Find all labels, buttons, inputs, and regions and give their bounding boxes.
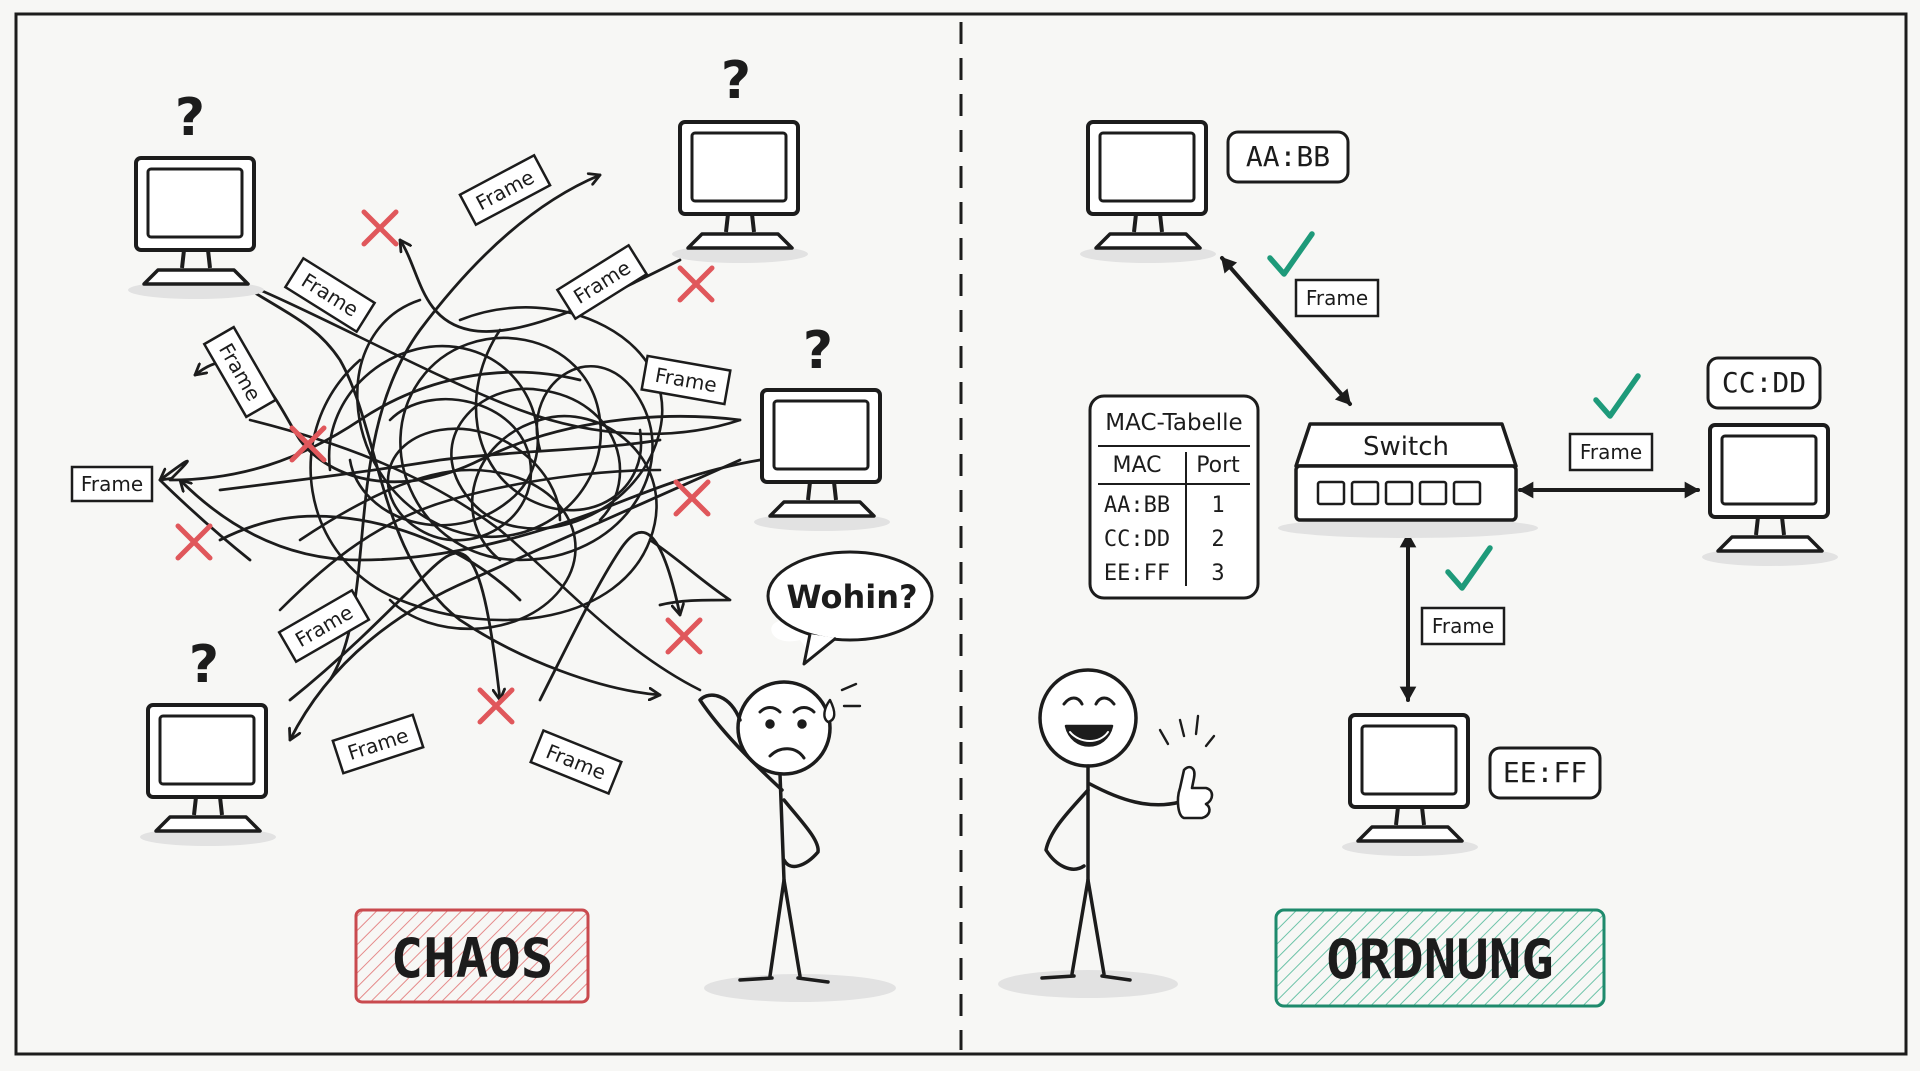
computer-icon — [126, 156, 266, 301]
speech-bubble: Wohin? — [766, 550, 934, 666]
question-mark: ? — [175, 88, 205, 148]
order-label-text: ORDNUNG — [1326, 928, 1554, 991]
order-connections — [1220, 256, 1700, 702]
computer-icon — [138, 703, 278, 848]
frame-tag: Frame — [1294, 278, 1380, 318]
computer-icon — [752, 388, 892, 533]
confused-person — [698, 680, 896, 1002]
order-label: ORDNUNG — [1274, 908, 1606, 1008]
computer-icon — [1078, 120, 1218, 265]
chaos-panel: ? ? ? ? Frame Frame Frame Frame Frame Fr… — [70, 51, 934, 1004]
frame-tag: Frame — [1420, 606, 1506, 646]
frame-tag-label: Frame — [1306, 286, 1368, 310]
frame-tag: Frame — [1568, 432, 1654, 472]
mac-table-cell: 1 — [1211, 493, 1224, 518]
mac-table-cell: 2 — [1211, 527, 1224, 552]
frame-tag: Frame — [555, 243, 649, 321]
mac-label-aa-bb: AA:BB — [1226, 130, 1350, 184]
mac-table: MAC-Tabelle MAC Port AA:BB 1 CC:DD 2 EE:… — [1088, 394, 1260, 600]
checkmark-icon — [1270, 234, 1312, 274]
mac-table-header: Port — [1196, 453, 1240, 478]
outer-border — [14, 12, 1908, 1056]
x-mark-icon — [676, 482, 708, 514]
mac-table-title: MAC-Tabelle — [1105, 410, 1242, 436]
chaos-arrows — [158, 175, 762, 742]
computer-icon — [1340, 713, 1480, 858]
frame-tag: Frame — [458, 153, 552, 227]
mac-table-cell: CC:DD — [1104, 527, 1170, 552]
frame-tag: Frame — [529, 728, 623, 796]
x-mark-icon — [178, 526, 210, 558]
frame-tag-label: Frame — [1432, 614, 1494, 638]
mac-label-ee-ff: EE:FF — [1488, 746, 1602, 800]
frame-tag-label: Frame — [81, 472, 143, 496]
computer-icon — [1700, 423, 1840, 568]
chaos-label-text: CHAOS — [391, 927, 554, 990]
mac-table-cell: EE:FF — [1104, 561, 1170, 586]
question-mark: ? — [721, 51, 751, 111]
checkmark-icon — [1596, 376, 1638, 416]
network-switch-icon: Switch — [1278, 422, 1538, 538]
question-mark: ? — [803, 321, 833, 381]
frame-tag: Frame — [640, 354, 732, 406]
checkmark-icon — [1448, 548, 1490, 588]
mac-table-header: MAC — [1112, 453, 1161, 478]
computer-icon — [670, 120, 810, 265]
x-mark-icon — [680, 268, 712, 300]
order-panel: AA:BB CC:DD EE:FF Switch — [998, 120, 1840, 1008]
happy-person — [998, 668, 1216, 998]
x-mark-icon — [480, 690, 512, 722]
frame-tag: Frame — [277, 588, 371, 664]
mac-table-cell: 3 — [1211, 561, 1224, 586]
question-mark: ? — [189, 635, 219, 695]
mac-label-cc-dd: CC:DD — [1706, 356, 1822, 410]
frame-tag: Frame — [331, 713, 425, 775]
x-mark-icon — [364, 212, 396, 244]
mac-table-cell: AA:BB — [1104, 493, 1170, 518]
mac-label-text: CC:DD — [1722, 366, 1806, 399]
switch-label: Switch — [1363, 432, 1449, 462]
mac-label-text: EE:FF — [1503, 756, 1587, 789]
speech-text: Wohin? — [786, 578, 917, 616]
mac-label-text: AA:BB — [1246, 140, 1330, 173]
chaos-label: CHAOS — [354, 908, 590, 1004]
x-mark-icon — [668, 620, 700, 652]
scribble-tangle — [248, 288, 742, 692]
frame-tag: Frame — [202, 325, 278, 419]
frame-tag: Frame — [70, 465, 154, 503]
frame-tag-label: Frame — [1580, 440, 1642, 464]
